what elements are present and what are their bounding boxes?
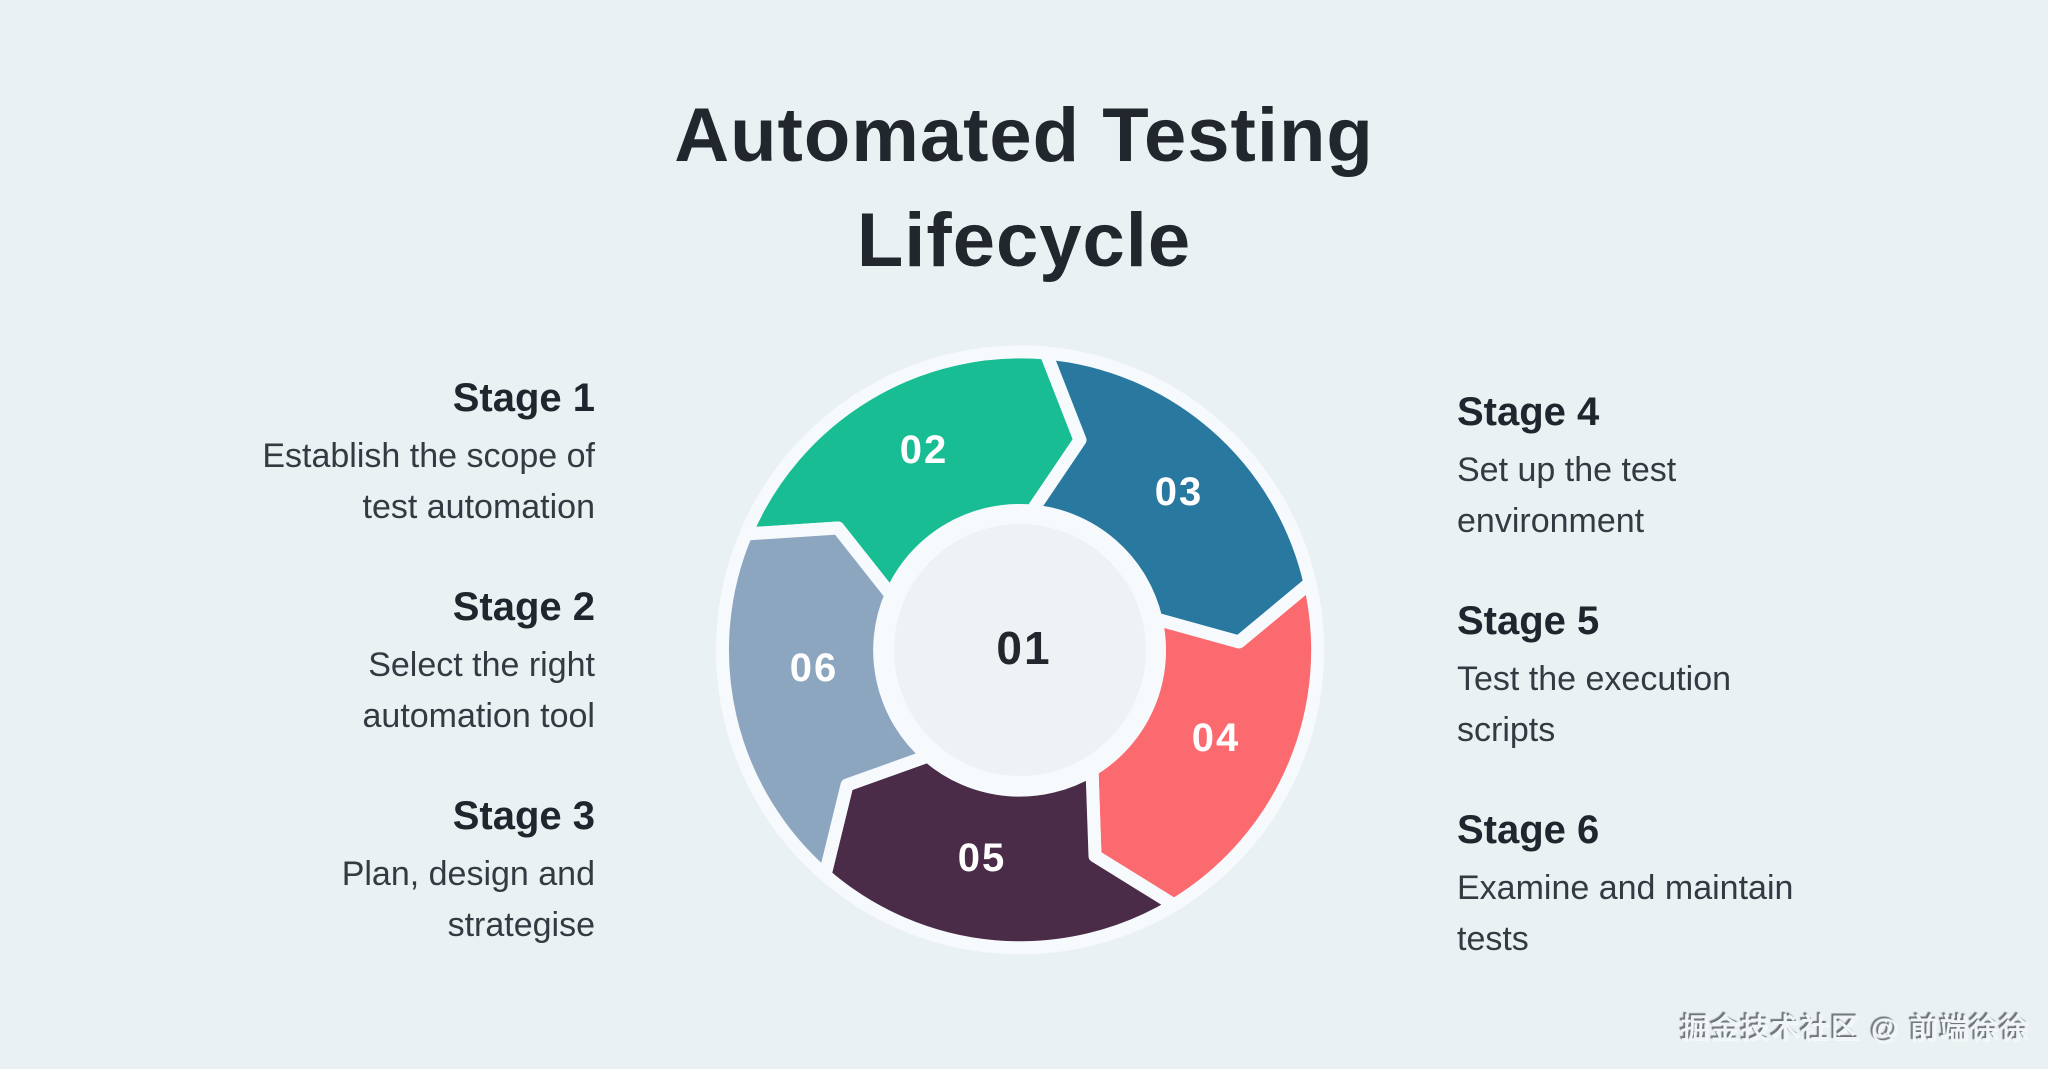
stage-block-6: Stage 6 Examine and maintain tests	[1457, 808, 1837, 965]
segment-04-arrow-shape	[1085, 576, 1325, 912]
stage-6-heading: Stage 6	[1457, 808, 1600, 852]
stage-block-3: Stage 3 Plan, design and strategise	[215, 794, 595, 951]
stage-4-heading: Stage 4	[1457, 390, 1600, 434]
segment-number-04: 04	[1192, 716, 1241, 760]
center-circle	[894, 524, 1146, 776]
page-title: Automated Testing Lifecycle	[0, 84, 2048, 294]
stage-3-heading: Stage 3	[452, 794, 595, 838]
stage-column-left: Stage 1 Establish the scope of test auto…	[215, 376, 595, 1003]
stage-block-5: Stage 5 Test the execution scripts	[1457, 599, 1837, 756]
stage-4-description: Set up the test environment	[1457, 451, 1677, 540]
segment-02-arrow-shape	[739, 345, 1087, 602]
segment-03-arrow-shape	[1025, 346, 1317, 649]
watermark-text: 掘金技术社区 @ 前端徐徐	[1681, 1013, 2030, 1044]
stage-5-heading: Stage 5	[1457, 599, 1600, 643]
center-number-01: 01	[996, 622, 1051, 674]
stage-1-description: Establish the scope of test automation	[262, 437, 595, 526]
stage-1-heading: Stage 1	[452, 376, 595, 420]
segment-06-arrow-shape	[716, 521, 935, 882]
segment-number-03: 03	[1155, 470, 1204, 514]
segment-number-05: 05	[958, 836, 1007, 880]
stage-column-right: Stage 4 Set up the test environment Stag…	[1457, 390, 1837, 1017]
segment-05-arrow-shape	[818, 749, 1181, 955]
stage-block-4: Stage 4 Set up the test environment	[1457, 390, 1837, 547]
segment-number-06: 06	[790, 646, 839, 690]
title-line-2: Lifecycle	[856, 197, 1192, 283]
stage-block-1: Stage 1 Establish the scope of test auto…	[215, 376, 595, 533]
stage-5-description: Test the execution scripts	[1457, 660, 1732, 749]
segment-number-02: 02	[900, 428, 949, 472]
stage-2-description: Select the right automation tool	[362, 646, 596, 735]
stage-block-2: Stage 2 Select the right automation tool	[215, 585, 596, 742]
stage-2-heading: Stage 2	[452, 585, 595, 629]
stage-3-description: Plan, design and strategise	[341, 855, 595, 944]
title-line-1: Automated Testing	[674, 93, 1374, 178]
stage-6-description: Examine and maintain tests	[1457, 869, 1794, 958]
